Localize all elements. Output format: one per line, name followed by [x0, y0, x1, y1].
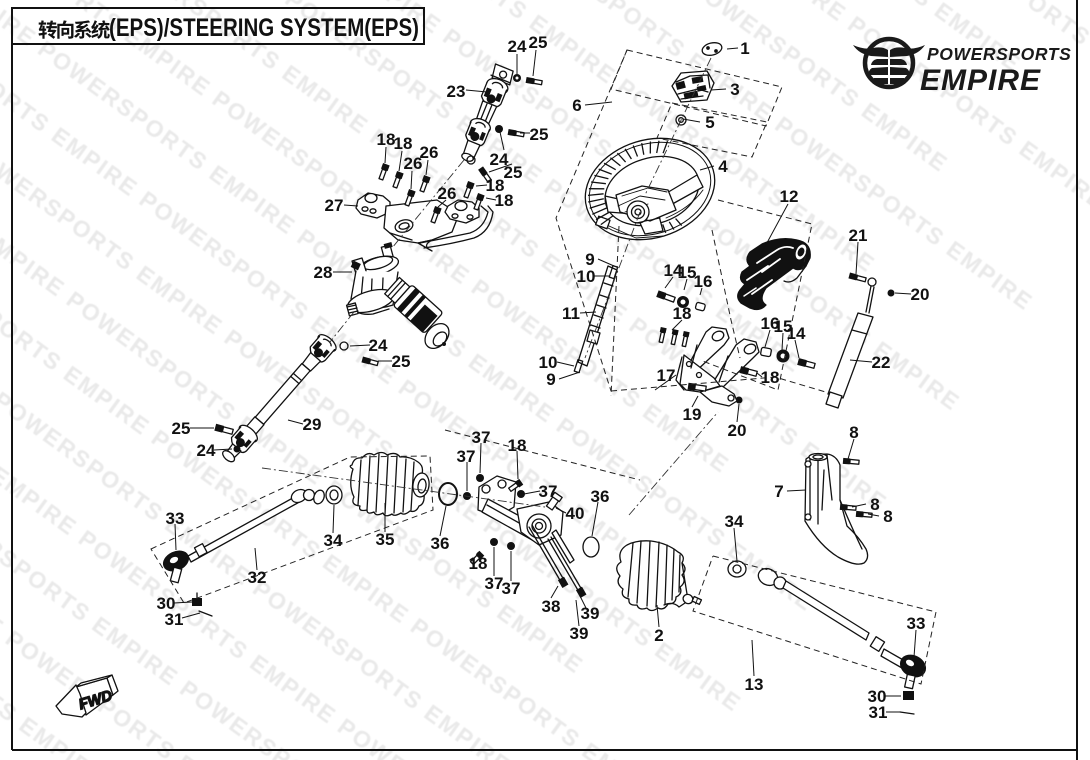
svg-text:37: 37: [457, 447, 476, 466]
svg-text:14: 14: [664, 261, 683, 280]
svg-text:3: 3: [730, 80, 739, 99]
svg-text:8: 8: [849, 423, 858, 442]
svg-text:17: 17: [657, 366, 676, 385]
svg-text:18: 18: [508, 436, 527, 455]
svg-text:9: 9: [585, 250, 594, 269]
svg-text:26: 26: [404, 154, 423, 173]
svg-text:19: 19: [683, 405, 702, 424]
svg-text:15: 15: [678, 263, 697, 282]
svg-text:34: 34: [725, 512, 744, 531]
svg-text:26: 26: [438, 184, 457, 203]
svg-text:10: 10: [577, 267, 596, 286]
svg-text:6: 6: [572, 96, 581, 115]
svg-text:20: 20: [728, 421, 747, 440]
svg-text:21: 21: [849, 226, 868, 245]
svg-text:33: 33: [907, 614, 926, 633]
svg-text:15: 15: [774, 317, 793, 336]
svg-text:18: 18: [673, 304, 692, 323]
svg-text:34: 34: [324, 531, 343, 550]
svg-text:16: 16: [761, 314, 780, 333]
svg-text:27: 27: [325, 196, 344, 215]
svg-text:24: 24: [197, 441, 216, 460]
svg-text:39: 39: [570, 624, 589, 643]
svg-text:25: 25: [530, 125, 549, 144]
svg-text:(EPS)/STEERING SYSTEM(EPS): (EPS)/STEERING SYSTEM(EPS): [109, 14, 419, 42]
svg-text:39: 39: [581, 604, 600, 623]
svg-text:40: 40: [566, 504, 585, 523]
svg-text:18: 18: [761, 368, 780, 387]
svg-text:2: 2: [654, 626, 663, 645]
svg-text:20: 20: [911, 285, 930, 304]
svg-text:29: 29: [303, 415, 322, 434]
svg-text:31: 31: [165, 610, 184, 629]
svg-text:25: 25: [172, 419, 191, 438]
svg-text:25: 25: [392, 352, 411, 371]
svg-text:36: 36: [431, 534, 450, 553]
svg-text:4: 4: [718, 157, 728, 176]
svg-text:22: 22: [872, 353, 891, 372]
svg-text:18: 18: [486, 176, 505, 195]
svg-text:7: 7: [774, 482, 783, 501]
svg-text:38: 38: [542, 597, 561, 616]
svg-text:12: 12: [780, 187, 799, 206]
svg-text:37: 37: [539, 482, 558, 501]
svg-text:30: 30: [157, 594, 176, 613]
svg-text:35: 35: [376, 530, 395, 549]
svg-text:37: 37: [502, 579, 521, 598]
svg-text:13: 13: [745, 675, 764, 694]
svg-text:8: 8: [870, 495, 879, 514]
svg-text:32: 32: [248, 568, 267, 587]
svg-text:11: 11: [562, 304, 580, 323]
svg-text:EMPIRE: EMPIRE: [920, 64, 1041, 97]
svg-text:33: 33: [166, 509, 185, 528]
svg-text:16: 16: [694, 272, 713, 291]
svg-text:POWERSPORTS: POWERSPORTS: [927, 44, 1071, 64]
svg-text:37: 37: [485, 574, 504, 593]
svg-text:5: 5: [705, 113, 714, 132]
svg-text:25: 25: [504, 163, 523, 182]
svg-text:18: 18: [377, 130, 396, 149]
svg-text:18: 18: [394, 134, 413, 153]
svg-text:8: 8: [883, 507, 892, 526]
svg-text:9: 9: [546, 370, 555, 389]
svg-text:10: 10: [539, 353, 558, 372]
svg-text:25: 25: [529, 33, 548, 52]
svg-text:31: 31: [869, 703, 888, 722]
svg-text:30: 30: [868, 687, 887, 706]
svg-text:18: 18: [495, 191, 514, 210]
svg-text:37: 37: [472, 428, 491, 447]
svg-text:24: 24: [490, 150, 509, 169]
svg-text:24: 24: [508, 37, 527, 56]
svg-text:28: 28: [314, 263, 333, 282]
svg-text:36: 36: [591, 487, 610, 506]
svg-text:23: 23: [447, 82, 466, 101]
svg-text:18: 18: [469, 554, 488, 573]
svg-text:24: 24: [369, 336, 388, 355]
svg-text:1: 1: [740, 39, 749, 58]
svg-text:14: 14: [787, 324, 806, 343]
svg-text:26: 26: [420, 143, 439, 162]
